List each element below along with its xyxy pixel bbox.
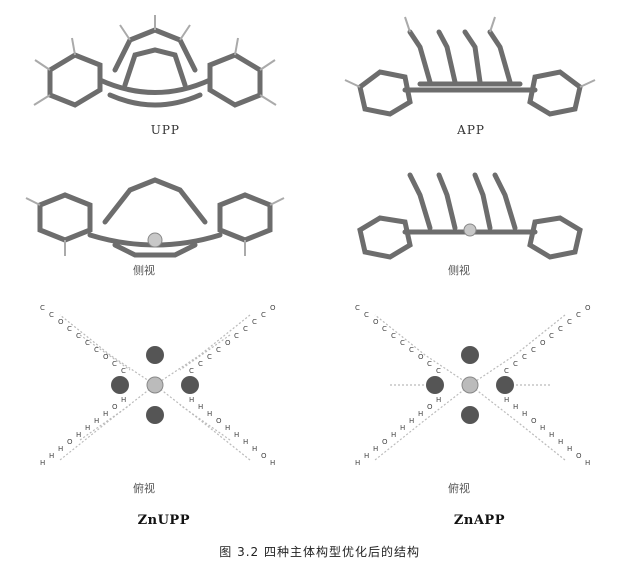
atom-label: C bbox=[252, 318, 257, 326]
atom-label: H bbox=[513, 403, 518, 411]
atom-label: C bbox=[243, 325, 248, 333]
side-view-label-right: 侧视 bbox=[448, 264, 470, 277]
app-label: APP bbox=[457, 123, 485, 137]
atom-label: O bbox=[576, 452, 582, 460]
znupp-side-molecule bbox=[25, 177, 285, 258]
atom-label: C bbox=[382, 325, 387, 333]
atom-label: H bbox=[409, 417, 414, 425]
atom-label: C bbox=[189, 367, 194, 375]
atom-label: H bbox=[207, 410, 212, 418]
atom-label: H bbox=[189, 396, 194, 404]
atom-label: C bbox=[436, 367, 441, 375]
atom-label: O bbox=[67, 438, 73, 446]
atom-label: H bbox=[391, 431, 396, 439]
atom-label: O bbox=[585, 304, 591, 312]
atom-label: H bbox=[540, 424, 545, 432]
atom-label: C bbox=[355, 304, 360, 312]
znupp-name: ZnUPP bbox=[137, 513, 190, 528]
atom-label: H bbox=[522, 410, 527, 418]
atom-label: C bbox=[85, 339, 90, 347]
atom-label: C bbox=[400, 339, 405, 347]
atom-label: O bbox=[270, 304, 276, 312]
atom-label: O bbox=[418, 353, 424, 361]
atom-label: O bbox=[373, 318, 379, 326]
atom-label: H bbox=[40, 459, 45, 467]
atom-label: C bbox=[576, 311, 581, 319]
atom-label: O bbox=[382, 438, 388, 446]
atom-label: C bbox=[112, 360, 117, 368]
atom-label: C bbox=[121, 367, 126, 375]
atom-label: H bbox=[198, 403, 203, 411]
atom-label: C bbox=[216, 346, 221, 354]
atom-label: H bbox=[121, 396, 126, 404]
atom-label: O bbox=[112, 403, 118, 411]
atom-label: O bbox=[216, 417, 222, 425]
top-view-label-left: 俯视 bbox=[133, 482, 155, 495]
app-molecule bbox=[344, 16, 596, 117]
atom-label: H bbox=[243, 438, 248, 446]
figure-caption: 图 3.2 四种主体构型优化后的结构 bbox=[219, 545, 420, 559]
atom-label: H bbox=[252, 445, 257, 453]
atom-label: O bbox=[261, 452, 267, 460]
side-view-label-left: 侧视 bbox=[133, 264, 155, 277]
atom-label: C bbox=[234, 332, 239, 340]
atom-label: C bbox=[558, 325, 563, 333]
atom-label: C bbox=[567, 318, 572, 326]
atom-label: C bbox=[549, 332, 554, 340]
atom-label: H bbox=[436, 396, 441, 404]
atom-label: C bbox=[504, 367, 509, 375]
atom-label: C bbox=[427, 360, 432, 368]
atom-label: H bbox=[103, 410, 108, 418]
atom-label: C bbox=[76, 332, 81, 340]
atom-label: C bbox=[94, 346, 99, 354]
atom-label: O bbox=[225, 339, 231, 347]
atom-label: C bbox=[391, 332, 396, 340]
atom-label: H bbox=[58, 445, 63, 453]
atom-label: H bbox=[585, 459, 590, 467]
atom-label: H bbox=[234, 431, 239, 439]
atom-label: H bbox=[400, 424, 405, 432]
atom-label: C bbox=[49, 311, 54, 319]
atom-label: H bbox=[94, 417, 99, 425]
znapp-name: ZnAPP bbox=[453, 513, 505, 528]
atom-label: C bbox=[207, 353, 212, 361]
atom-label: C bbox=[364, 311, 369, 319]
atom-label: O bbox=[531, 417, 537, 425]
atom-label: H bbox=[418, 410, 423, 418]
atom-label: C bbox=[531, 346, 536, 354]
atom-label: O bbox=[427, 403, 433, 411]
atom-label: C bbox=[67, 325, 72, 333]
atom-label: O bbox=[103, 353, 109, 361]
znapp-side-molecule bbox=[357, 172, 583, 260]
atom-label: H bbox=[373, 445, 378, 453]
atom-label: H bbox=[270, 459, 275, 467]
atom-label: H bbox=[364, 452, 369, 460]
top-view-label-right: 俯视 bbox=[448, 482, 470, 495]
atom-label: C bbox=[409, 346, 414, 354]
atom-label: H bbox=[355, 459, 360, 467]
upp-label: UPP bbox=[150, 123, 180, 137]
atom-label: O bbox=[540, 339, 546, 347]
atom-label: H bbox=[567, 445, 572, 453]
atom-label: O bbox=[58, 318, 64, 326]
atom-label: H bbox=[225, 424, 230, 432]
atom-label: H bbox=[85, 424, 90, 432]
atom-label: H bbox=[558, 438, 563, 446]
atom-label: C bbox=[40, 304, 45, 312]
atom-label: H bbox=[549, 431, 554, 439]
atom-label: H bbox=[76, 431, 81, 439]
atom-label: H bbox=[49, 452, 54, 460]
upp-molecule bbox=[33, 15, 277, 108]
atom-label: H bbox=[504, 396, 509, 404]
atom-label: C bbox=[261, 311, 266, 319]
atom-label: C bbox=[513, 360, 518, 368]
atom-label: C bbox=[198, 360, 203, 368]
atom-label: C bbox=[522, 353, 527, 361]
